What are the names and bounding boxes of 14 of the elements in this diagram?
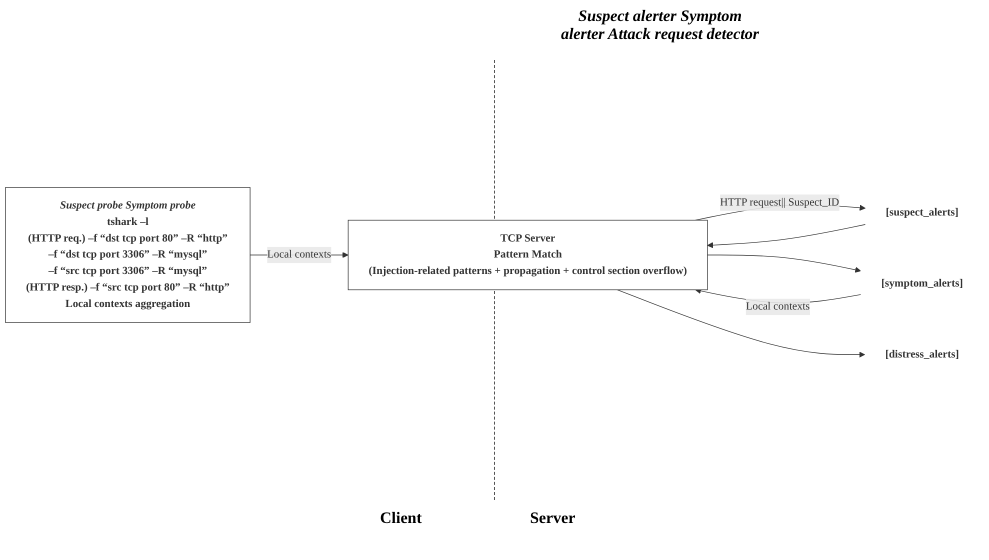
arrow: [616, 289, 866, 358]
edge-label: Local contexts: [267, 248, 332, 260]
arrow: [707, 254, 861, 272]
side-label: Client: [380, 510, 422, 528]
node-text: [symptom_alerts]: [881, 277, 964, 289]
node-text: [distress_alerts]: [885, 348, 959, 360]
node-text: [suspect_alerts]: [886, 206, 958, 218]
side-label: Server: [530, 510, 576, 528]
edge-label: Local contexts: [746, 300, 810, 312]
arrow: [707, 224, 866, 248]
component-list: Suspect alerter Symptom alerter Attack request detector: [560, 8, 760, 44]
node-box: Suspect probe Symptom probe tshark –l (HTTP req.) –f “dst tcp port 80” –R “http” –f “dst tcp port 3306” –R “mysql” –f “src tcp port 3306” –R “mysql” (HTTP resp.) –f “src tcp port 80” –R “http” Local contexts aggregation: [5, 186, 250, 323]
node-box: TCP Server Pattern Match (Injection-related patterns + propagation + control section overflow): [348, 220, 708, 290]
edge-label: HTTP request|| Suspect_ID: [720, 196, 840, 208]
